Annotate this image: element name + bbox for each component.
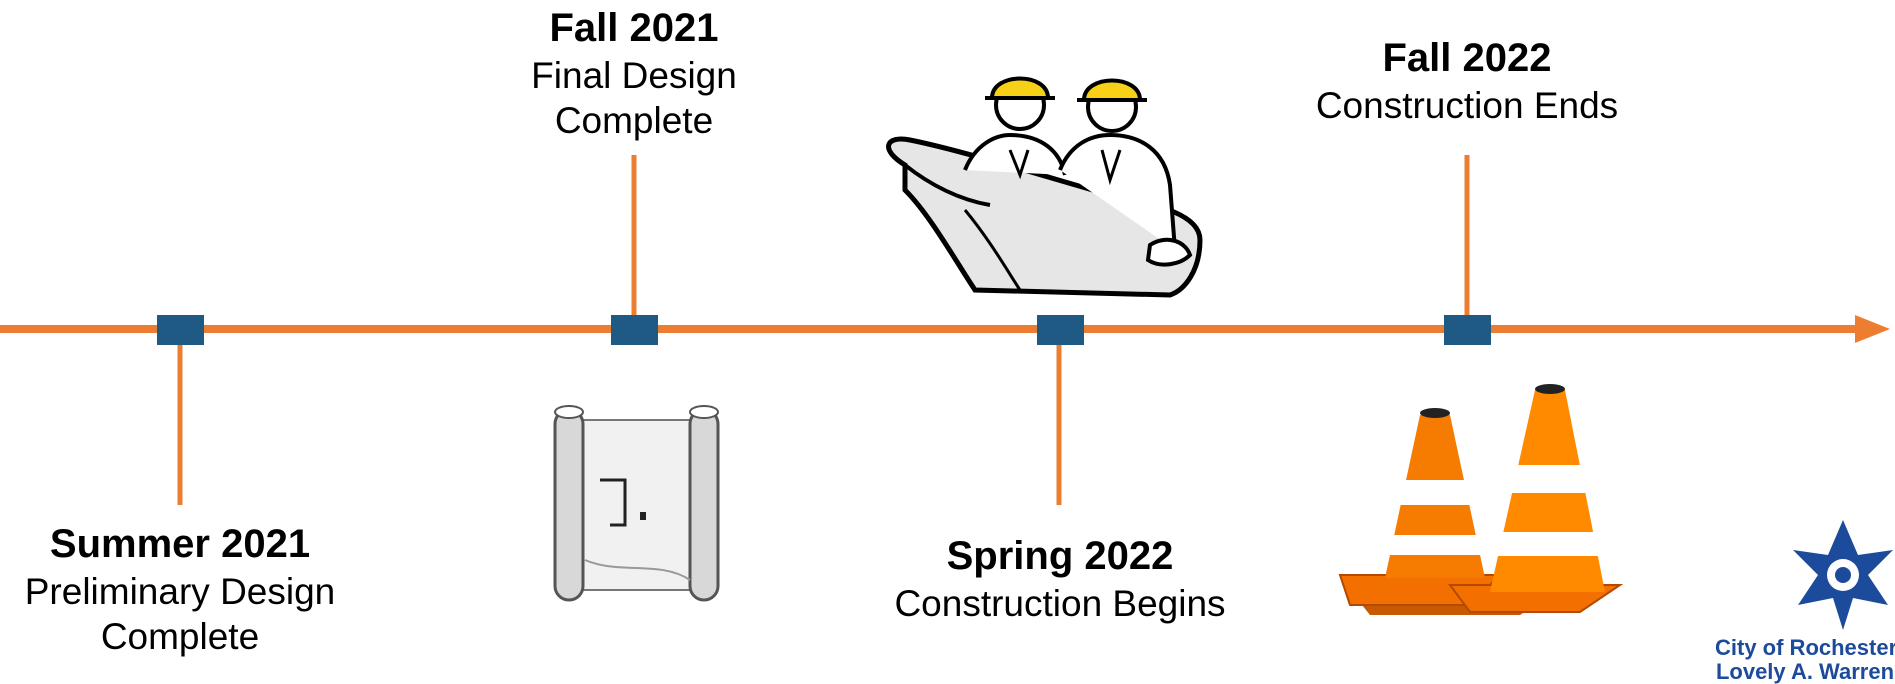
milestone-spring-2022: Spring 2022 Construction Begins [860,532,1260,626]
milestone-title: Summer 2021 [49,522,311,566]
marker-summer-2021 [157,315,204,345]
timeline-arrowhead [1855,315,1890,343]
city-name: City of Rochester [1715,636,1895,660]
city-logo-icon [1793,520,1893,630]
marker-fall-2021 [611,315,658,345]
mayor-name: Lovely A. Warren [1715,659,1895,684]
milestone-description: Construction Ends [1315,84,1619,126]
marker-spring-2022 [1037,315,1084,345]
milestone-title: Fall 2021 [549,6,719,50]
milestone-description: Construction Begins [894,582,1226,624]
milestone-description-2: Complete [100,615,260,657]
engineers-icon [886,76,1203,298]
marker-fall-2022 [1444,315,1491,345]
milestone-description: Final Design [531,54,737,96]
milestone-description-2: Complete [554,99,714,141]
milestone-fall-2021: Fall 2021 Final Design Complete [484,4,784,143]
milestone-description: Preliminary Design [24,570,336,612]
timeline-diagram [0,76,1893,630]
milestone-title: Spring 2022 [946,534,1174,578]
milestone-summer-2021: Summer 2021 Preliminary Design Complete [0,520,360,659]
blueprint-scroll-icon [553,405,720,602]
milestone-fall-2022: Fall 2022 Construction Ends [1267,34,1667,128]
milestone-title: Fall 2022 [1382,36,1552,80]
traffic-cones-icon [1338,384,1624,615]
city-logo-text: City of Rochester Lovely A. Warren [1715,636,1895,684]
